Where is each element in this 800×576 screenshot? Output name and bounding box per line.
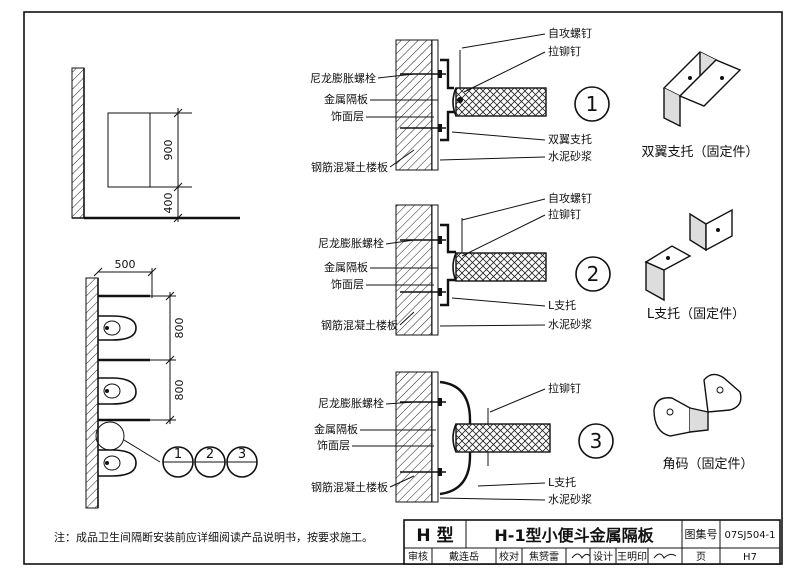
d2-label-rivet: 拉铆钉 xyxy=(548,207,581,221)
detail-3-number: 3 xyxy=(590,429,603,453)
detail-ref-2: 2 xyxy=(206,447,214,462)
d1-label-rivet: 拉铆钉 xyxy=(548,44,581,58)
detail-ref-1: 1 xyxy=(174,447,182,462)
review-label: 审核 xyxy=(408,550,428,563)
detail-ref-3: 3 xyxy=(238,447,246,462)
plan-view xyxy=(85,267,176,509)
l-bracket-sketch xyxy=(644,208,733,302)
d3-label-bolt: 尼龙膨胀螺栓 xyxy=(318,396,384,410)
dim-800-a: 800 xyxy=(173,318,186,339)
d3-label-rivet: 拉铆钉 xyxy=(548,381,581,395)
d1-label-board: 金属隔板 xyxy=(324,92,368,106)
check-name: 焦赟雷 xyxy=(529,550,559,563)
detail-2-badge xyxy=(575,256,611,292)
dim-500: 500 xyxy=(115,258,136,271)
part-label-l-bracket: L支托（固定件） xyxy=(647,307,745,322)
d1-label-finish: 饰面层 xyxy=(331,109,364,123)
detail-3-drawing xyxy=(395,371,551,503)
elevation-view xyxy=(71,67,240,223)
d3-label-mortar: 水泥砂浆 xyxy=(548,492,592,506)
dim-400: 400 xyxy=(162,193,175,214)
part-label-corner-code: 角码（固定件） xyxy=(662,457,753,472)
atlas-number: 07SJ504-1 xyxy=(724,530,775,541)
detail-2-number: 2 xyxy=(587,262,600,286)
d3-label-board: 金属隔板 xyxy=(314,422,358,436)
d2-label-bolt: 尼龙膨胀螺栓 xyxy=(318,236,384,250)
construction-note: 注：成品卫生间隔断安装前应详细阅读产品说明书，按要求施工。 xyxy=(54,530,373,544)
part-label-double-wing: 双翼支托（固定件） xyxy=(641,145,758,160)
dim-900: 900 xyxy=(162,140,175,161)
check-label: 校对 xyxy=(499,550,519,563)
design-name: 王明印 xyxy=(617,551,647,563)
d1-label-bolt: 尼龙膨胀螺栓 xyxy=(310,71,376,85)
urinal-3 xyxy=(98,449,137,477)
detail-1-drawing xyxy=(395,39,547,171)
d1-label-slab: 钢筋混凝土楼板 xyxy=(311,160,388,174)
checker-signature xyxy=(571,553,591,559)
d1-label-screw: 自攻螺钉 xyxy=(548,26,592,40)
title-type: H 型 xyxy=(416,525,453,546)
sheet-frame xyxy=(23,11,783,565)
detail-ref-bubbles xyxy=(162,446,258,478)
urinal-1 xyxy=(98,315,137,341)
drawing-title: H-1型小便斗金属隔板 xyxy=(494,526,654,545)
detail-1-number: 1 xyxy=(586,92,599,116)
page-number: H7 xyxy=(743,552,757,563)
d1-label-support: 双翼支托 xyxy=(548,132,592,146)
d2-label-board: 金属隔板 xyxy=(324,260,368,274)
d3-label-finish: 饰面层 xyxy=(317,438,350,452)
detail-1-badge xyxy=(574,86,610,122)
dim-800-b: 800 xyxy=(173,380,186,401)
design-label: 设计 xyxy=(593,550,613,563)
d2-label-support: L支托 xyxy=(548,298,576,312)
d3-label-slab: 钢筋混凝土楼板 xyxy=(311,480,388,494)
urinal-2 xyxy=(98,377,137,405)
corner-code-sketch xyxy=(653,373,742,437)
designer-signature xyxy=(653,553,677,559)
d2-label-finish: 饰面层 xyxy=(331,277,364,291)
detail-2-leaders xyxy=(366,198,546,327)
double-wing-bracket-sketch xyxy=(662,51,742,128)
d2-label-screw: 自攻螺钉 xyxy=(548,191,592,205)
d2-label-mortar: 水泥砂浆 xyxy=(548,317,592,331)
title-block-lines xyxy=(403,519,781,565)
detail-3-leaders xyxy=(352,388,546,501)
page-label: 页 xyxy=(696,551,706,563)
review-name: 戴连岳 xyxy=(449,550,479,563)
d1-label-mortar: 水泥砂浆 xyxy=(548,149,592,163)
d2-label-slab: 钢筋混凝土楼板 xyxy=(321,318,398,332)
detail-3-badge xyxy=(578,423,614,459)
detail-2-drawing xyxy=(395,204,547,336)
d3-label-support: L支托 xyxy=(548,475,576,489)
atlas-label: 图集号 xyxy=(685,527,718,541)
detail-1-leaders xyxy=(366,33,546,168)
